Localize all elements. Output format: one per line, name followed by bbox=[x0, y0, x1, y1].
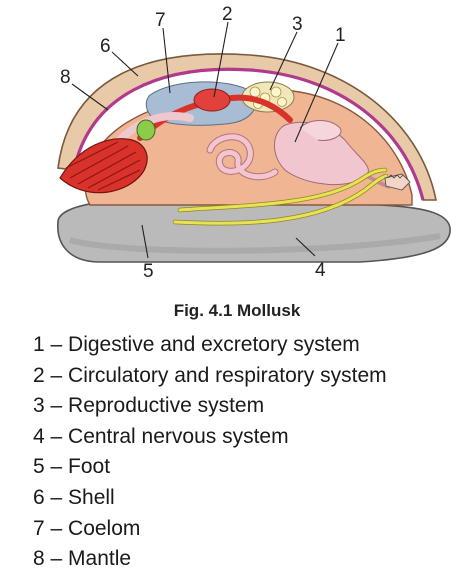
legend-item-5: 5 – Foot bbox=[33, 455, 111, 479]
mouth bbox=[384, 173, 411, 191]
legend-item-3: 3 – Reproductive system bbox=[33, 394, 265, 418]
leader-7 bbox=[162, 27, 171, 94]
mollusk-diagram: 1 2 3 4 5 6 7 8 bbox=[57, 4, 451, 282]
callout-6: 6 bbox=[100, 36, 111, 57]
legend-item-8: 8 – Mantle bbox=[33, 547, 132, 571]
leader-4 bbox=[295, 237, 316, 257]
legend-item-7: 7 – Coelom bbox=[33, 516, 141, 540]
figure-caption: Fig. 4.1 Mollusk bbox=[173, 301, 301, 320]
leader-8 bbox=[71, 83, 109, 111]
callout-8: 8 bbox=[60, 67, 71, 88]
mantle bbox=[72, 67, 425, 201]
legend-item-1: 1 – Digestive and excretory system bbox=[33, 333, 360, 356]
callout-2: 2 bbox=[222, 4, 233, 25]
leader-6 bbox=[111, 51, 139, 77]
legend-item-4: 4 – Central nervous system bbox=[33, 424, 289, 448]
leader-3 bbox=[269, 31, 298, 91]
leader-2 bbox=[213, 21, 229, 98]
foot-shading bbox=[69, 233, 441, 254]
callout-4: 4 bbox=[315, 260, 326, 281]
excretory-tube bbox=[116, 112, 194, 144]
legend-list: 1 – Digestive and excretory system 2 – C… bbox=[33, 330, 387, 575]
nervous-system bbox=[172, 167, 389, 226]
callout-5: 5 bbox=[143, 261, 154, 282]
legend-item-2: 2 – Circulatory and respiratory system bbox=[33, 363, 387, 387]
leader-5 bbox=[141, 224, 149, 259]
leader-1 bbox=[294, 42, 339, 143]
callout-7: 7 bbox=[155, 10, 166, 31]
callout-3: 3 bbox=[292, 14, 303, 35]
reproductive-gland bbox=[241, 81, 295, 113]
legend-item-6: 6 – Shell bbox=[33, 485, 115, 509]
callout-1: 1 bbox=[335, 25, 346, 46]
green-organ bbox=[136, 119, 156, 141]
gills bbox=[59, 138, 148, 194]
